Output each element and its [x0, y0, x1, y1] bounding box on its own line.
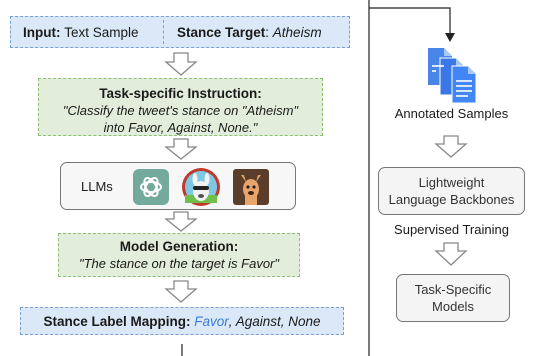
tsm-line-2: Models [432, 299, 474, 314]
lightweight-backbones-box: Lightweight Language Backbones [378, 167, 525, 215]
stance-label-mapping-box: Stance Label Mapping: Favor, Against, No… [20, 307, 344, 335]
llama-icon [182, 168, 220, 206]
instruction-box: Task-specific Instruction: "Classify the… [38, 78, 323, 136]
arrow-down-icon [164, 52, 198, 76]
input-value: Text Sample [64, 24, 139, 40]
stance-target-label: Stance Target [177, 24, 266, 40]
mapping-rest: , Against, None [228, 313, 321, 329]
alpaca-icon [233, 169, 269, 205]
input-cell: Input: Text Sample [23, 17, 139, 47]
arrow-down-icon [434, 242, 468, 266]
task-specific-models-box: Task-Specific Models [396, 274, 510, 322]
llms-box: LLMs [60, 162, 296, 210]
mapping-favor: Favor [194, 313, 229, 329]
generation-text: "The stance on the target is Favor" [79, 256, 279, 271]
arrow-down-icon [164, 211, 198, 232]
backbone-line-1: Lightweight [418, 175, 485, 190]
stance-target-cell: Stance Target: Atheism [177, 24, 322, 40]
input-row: Input: Text Sample Stance Target: Atheis… [10, 16, 350, 48]
chatgpt-icon [133, 169, 169, 205]
generation-title: Model Generation: [119, 239, 239, 254]
feed-connector-line [369, 7, 451, 36]
document-stack-icon [428, 48, 477, 104]
arrow-down-icon [164, 138, 198, 160]
llms-label: LLMs [81, 178, 113, 194]
annotated-samples-label: Annotated Samples [394, 106, 509, 121]
tsm-line-1: Task-Specific [414, 282, 492, 297]
arrow-down-icon [164, 280, 198, 303]
supervised-training-label: Supervised Training [394, 222, 509, 237]
arrow-down-icon [434, 135, 468, 158]
instruction-title: Task-specific Instruction: [99, 86, 262, 101]
arrow-head-icon [445, 33, 455, 42]
model-generation-box: Model Generation: "The stance on the tar… [58, 233, 300, 277]
backbone-line-2: Language Backbones [388, 192, 515, 207]
input-divider [163, 20, 164, 44]
mapping-label: Stance Label Mapping: [43, 313, 191, 329]
input-label: Input: [23, 24, 61, 40]
instruction-line-1: "Classify the tweet's stance on "Atheism… [62, 103, 299, 118]
instruction-line-2: into Favor, Against, None." [103, 120, 258, 135]
stance-target-value: Atheism [272, 24, 322, 40]
